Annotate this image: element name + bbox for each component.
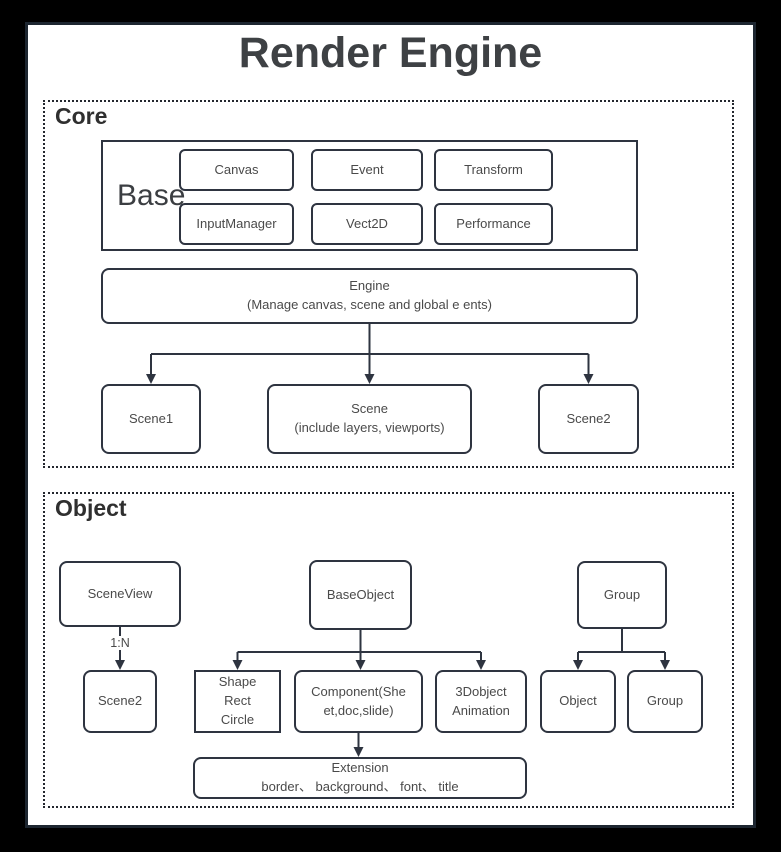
node-vect2d-label: Vect2D <box>346 215 388 231</box>
object-section-label: Object <box>55 495 127 521</box>
node-event: Event <box>311 149 423 191</box>
node-engine: Engine (Manage canvas, scene and global … <box>101 268 638 324</box>
node-canvas: Canvas <box>179 149 294 191</box>
node-engine-title: Engine <box>349 278 390 294</box>
node-sceneview: SceneView <box>59 561 181 627</box>
node-scene2-label: Scene2 <box>566 410 611 426</box>
node-performance: Performance <box>434 203 553 245</box>
node-scene-title: Scene <box>351 401 388 417</box>
node-extension: Extension border、 background、 font、 titl… <box>193 757 527 799</box>
core-section-container: Core <box>43 100 734 468</box>
diagram-page: Render Engine Core Base Canvas Event Tra… <box>25 22 756 828</box>
node-object-child: Object <box>540 670 616 733</box>
node-transform: Transform <box>434 149 553 191</box>
node-shape-line3: Circle <box>220 711 255 727</box>
node-inputmanager: InputManager <box>179 203 294 245</box>
node-performance-label: Performance <box>456 215 531 231</box>
node-3dobject-line1: 3Dobject <box>455 683 507 699</box>
node-group-child: Group <box>627 670 703 733</box>
node-extension-desc: border、 background、 font、 title <box>261 779 459 794</box>
node-vect2d: Vect2D <box>311 203 423 245</box>
node-scene2-object: Scene2 <box>83 670 157 733</box>
node-shape: Shape Rect Circle <box>194 670 281 733</box>
node-inputmanager-label: InputManager <box>196 215 277 231</box>
object-section-container: Object <box>43 492 734 808</box>
node-group-child-label: Group <box>646 693 684 709</box>
node-scene1-label: Scene1 <box>128 410 174 426</box>
base-group-label: Base <box>117 178 186 212</box>
relation-1n-label: 1:N <box>102 636 138 650</box>
node-scene: Scene (include layers, viewports) <box>267 384 472 454</box>
node-component-line2: et,doc,slide) <box>323 702 394 718</box>
node-scene2: Scene2 <box>538 384 639 454</box>
node-scene-desc: (include layers, viewports) <box>294 420 445 435</box>
node-transform-label: Transform <box>464 161 523 177</box>
node-engine-desc: (Manage canvas, scene and global e ents) <box>247 297 492 312</box>
node-extension-title: Extension <box>331 760 389 776</box>
node-shape-line1: Shape <box>218 674 257 690</box>
node-group-parent-label: Group <box>603 586 641 602</box>
page-title: Render Engine <box>238 29 543 77</box>
node-baseobject: BaseObject <box>309 560 412 630</box>
core-section-label: Core <box>55 103 108 129</box>
node-component: Component(She et,doc,slide) <box>294 670 423 733</box>
node-scene2-object-label: Scene2 <box>97 693 143 709</box>
node-scene1: Scene1 <box>101 384 201 454</box>
node-group-parent: Group <box>577 561 667 629</box>
node-3dobject-line2: Animation <box>452 702 510 718</box>
node-baseobject-label: BaseObject <box>326 586 395 602</box>
node-event-label: Event <box>350 161 384 177</box>
node-canvas-label: Canvas <box>214 161 259 177</box>
node-object-child-label: Object <box>559 693 597 709</box>
node-shape-line2: Rect <box>224 693 251 709</box>
node-3dobject: 3Dobject Animation <box>435 670 527 733</box>
node-component-line1: Component(She <box>311 683 406 699</box>
node-sceneview-label: SceneView <box>87 585 153 601</box>
